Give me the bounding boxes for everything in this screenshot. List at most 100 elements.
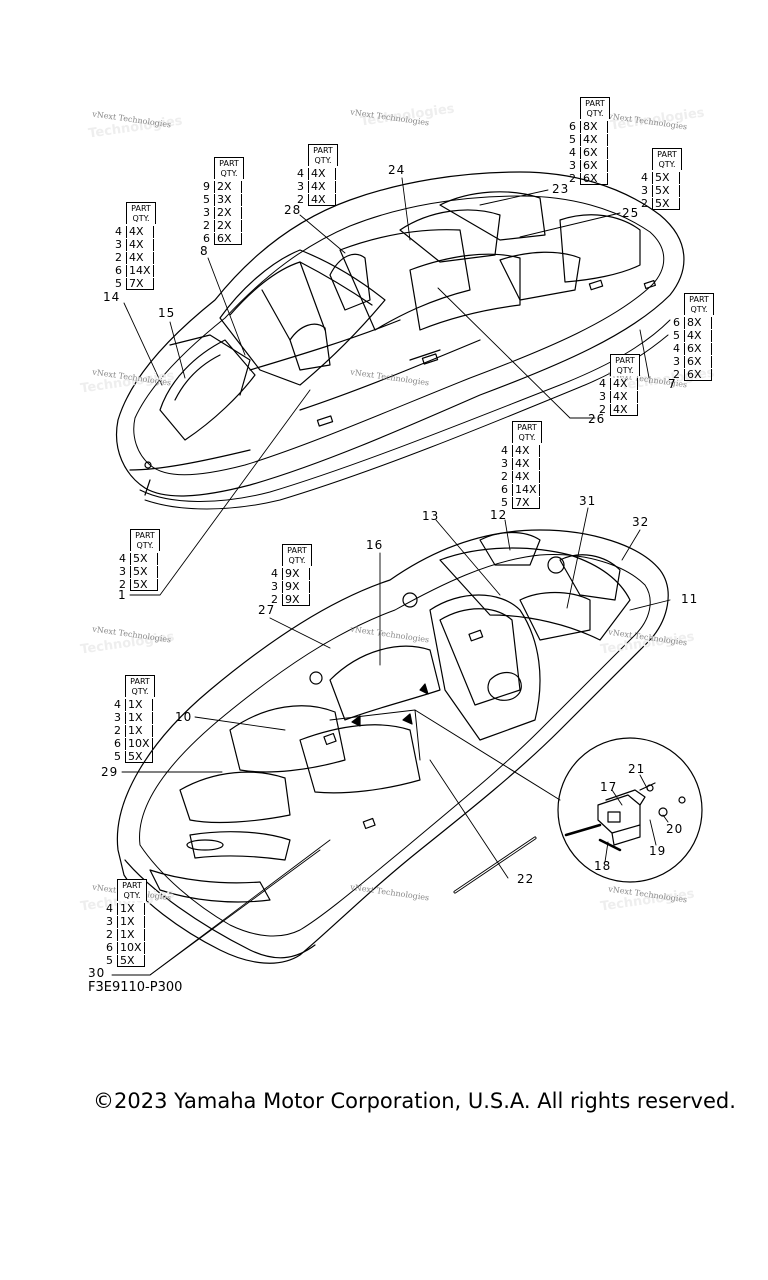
callout-8: 8: [200, 244, 209, 258]
callout-21: 21: [628, 762, 646, 776]
callout-23: 23: [552, 182, 570, 196]
qty-value: 5X: [652, 172, 680, 184]
qty-value: 4X: [308, 194, 336, 206]
qty-value: 6X: [580, 173, 608, 185]
qty-value: 4X: [512, 445, 540, 457]
qty-value: 1X: [117, 929, 145, 941]
qty-header-qty: QTY.: [132, 214, 150, 223]
qty-value: 2X: [214, 207, 242, 219]
qty-value: 4X: [610, 404, 638, 416]
callout-26: 26: [588, 412, 606, 426]
qty-value: 4X: [512, 458, 540, 470]
qty-value: 5X: [652, 185, 680, 197]
callout-32: 32: [632, 515, 650, 529]
qty-color-code: 3: [114, 711, 121, 724]
qty-color-code: 4: [501, 444, 508, 457]
qty-color-code: 2: [203, 219, 210, 232]
lower-boat-drawing: [116, 529, 703, 964]
qty-header-qty: QTY.: [658, 160, 676, 169]
qty-value: 4X: [580, 134, 608, 146]
qty-header-qty: QTY.: [518, 433, 536, 442]
qty-value: 7X: [512, 497, 540, 509]
qty-color-code: 3: [297, 180, 304, 193]
callout-1: 1: [118, 588, 127, 602]
callout-18: 18: [594, 859, 612, 873]
qty-value: 4X: [126, 239, 154, 251]
qty-value: 4X: [308, 168, 336, 180]
qty-value: 4X: [126, 226, 154, 238]
qty-color-code: 3: [599, 390, 606, 403]
qty-color-code: 3: [569, 159, 576, 172]
qty-color-code: 2: [599, 403, 606, 416]
qty-header-part: PART: [313, 146, 333, 155]
callout-24: 24: [388, 163, 406, 177]
qty-header-part: PART: [135, 531, 155, 540]
qty-color-code: 2: [569, 172, 576, 185]
qty-color-code: 4: [114, 698, 121, 711]
qty-value: 1X: [117, 916, 145, 928]
qty-header-part: PART: [585, 99, 605, 108]
qty-color-code: 4: [119, 552, 126, 565]
qty-header-part: PART: [130, 677, 150, 686]
qty-value: 10X: [125, 738, 153, 750]
qty-color-code: 4: [673, 342, 680, 355]
qty-value: 6X: [214, 233, 242, 245]
qty-value: 4X: [610, 391, 638, 403]
qty-color-code: 6: [114, 737, 121, 750]
qty-value: 14X: [512, 484, 540, 496]
qty-color-code: 3: [119, 565, 126, 578]
qty-header-qty: QTY.: [220, 169, 238, 178]
qty-color-code: 6: [106, 941, 113, 954]
qty-color-code: 3: [641, 184, 648, 197]
qty-value: 3X: [214, 194, 242, 206]
qty-value: 8X: [580, 121, 608, 133]
qty-header-qty: QTY.: [690, 305, 708, 314]
upper-boat-drawing: [115, 171, 685, 510]
qty-color-code: 5: [673, 329, 680, 342]
qty-value: 9X: [282, 581, 310, 593]
qty-color-code: 6: [569, 120, 576, 133]
qty-color-code: 2: [119, 578, 126, 591]
diagram-code: F3E9110-P300: [88, 980, 183, 995]
qty-color-code: 4: [106, 902, 113, 915]
qty-color-code: 3: [673, 355, 680, 368]
qty-color-code: 3: [271, 580, 278, 593]
qty-header-part: PART: [517, 423, 537, 432]
qty-value: 6X: [684, 369, 712, 381]
qty-color-code: 6: [203, 232, 210, 245]
qty-value: 5X: [130, 553, 158, 565]
callout-13: 13: [422, 509, 440, 523]
qty-color-code: 6: [673, 316, 680, 329]
qty-header-part: PART: [131, 204, 151, 213]
callout-14: 14: [103, 290, 121, 304]
qty-value: 4X: [512, 471, 540, 483]
qty-header-part: PART: [689, 295, 709, 304]
qty-header-part: PART: [615, 356, 635, 365]
qty-color-code: 2: [673, 368, 680, 381]
callout-17: 17: [600, 780, 618, 794]
boat-line-art: [111, 171, 703, 976]
callout-31: 31: [579, 494, 597, 508]
qty-value: 1X: [125, 699, 153, 711]
qty-value: 6X: [580, 160, 608, 172]
qty-value: 6X: [684, 356, 712, 368]
qty-value: 5X: [125, 751, 153, 763]
qty-value: 4X: [610, 378, 638, 390]
qty-value: 7X: [126, 278, 154, 290]
qty-value: 10X: [117, 942, 145, 954]
qty-color-code: 5: [569, 133, 576, 146]
qty-color-code: 6: [115, 264, 122, 277]
qty-value: 1X: [125, 725, 153, 737]
qty-header-qty: QTY.: [314, 156, 332, 165]
callout-7: 7: [668, 377, 677, 391]
qty-header-part: PART: [122, 881, 142, 890]
qty-color-code: 4: [599, 377, 606, 390]
qty-header-part: PART: [657, 150, 677, 159]
qty-header-qty: QTY.: [123, 891, 141, 900]
